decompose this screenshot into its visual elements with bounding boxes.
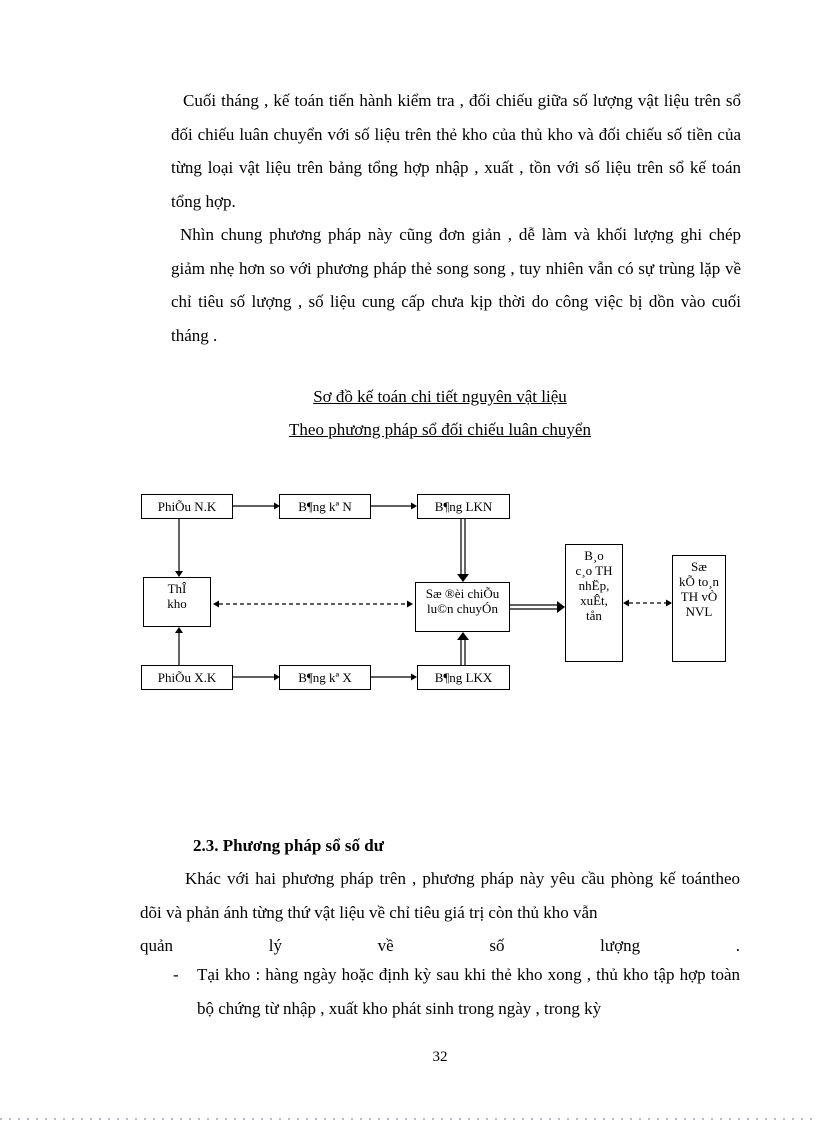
box-bang-ke-xuat: B¶ng kª X: [279, 665, 371, 690]
page-bottom-dots: [0, 1118, 816, 1120]
paragraph-3: Khác với hai phương pháp trên , phương p…: [140, 869, 740, 922]
bullet-text: Tại kho : hàng ngày hoặc định kỳ sau khi…: [197, 965, 740, 1018]
box-bang-ke-nhap: B¶ng kª N: [279, 494, 371, 519]
bullet-dash: -: [173, 965, 179, 984]
diagram-title-line2: Theo phương pháp sổ đối chiếu luân chuyể…: [289, 420, 591, 439]
box-bang-luy-ke-nhap: B¶ng LKN: [417, 494, 510, 519]
arrow-phieu-nk-to-bang-ke-n: [233, 502, 280, 510]
dashed-arrow-the-kho-so-doi-chieu: [213, 600, 413, 608]
box-so-ke-toan-tong-hop: Sæ kÕ to¸n TH vÒ NVL: [672, 555, 726, 662]
box-phieu-xuat-kho: PhiÕu X.K: [141, 665, 233, 690]
double-arrow-bang-lkx-to-so-doi-chieu: [457, 632, 469, 665]
box-so-doi-chieu-luan-chuyen: Sæ ®èi chiÕu lu©n chuyÓn: [415, 582, 510, 632]
box-bao-cao-tong-hop: B¸o c¸o TH nhËp, xuÊt, tån: [565, 544, 623, 662]
arrow-bang-ke-x-to-bang-lkx: [371, 673, 417, 681]
paragraph-2: Nhìn chung phương pháp này cũng đơn giản…: [171, 225, 741, 345]
double-arrow-bang-lkn-to-so-doi-chieu: [457, 519, 469, 582]
arrow-phieu-xk-to-bang-ke-x: [233, 673, 280, 681]
bullet-item: - Tại kho : hàng ngày hoặc định kỳ sau k…: [171, 958, 740, 1025]
dashed-arrow-bao-cao-so-ke-toan: [623, 599, 672, 607]
flow-diagram: PhiÕu N.K B¶ng kª N B¶ng LKN ThÎ kho Sæ …: [140, 486, 740, 721]
diagram-title-line1: Sơ đồ kế toán chi tiết nguyên vật liệu: [313, 387, 567, 406]
arrow-phieu-xk-to-the-kho: [175, 627, 183, 665]
section-2-3-heading: 2.3. Phương pháp sổ số dư: [193, 836, 384, 855]
paragraph-1: Cuối tháng , kế toán tiến hành kiểm tra …: [171, 91, 741, 211]
box-the-kho: ThÎ kho: [143, 577, 211, 627]
arrow-bang-ke-n-to-bang-lkn: [371, 502, 417, 510]
box-bang-luy-ke-xuat: B¶ng LKX: [417, 665, 510, 690]
paragraph-3-last-line: quản lý về số lượng .: [140, 936, 740, 955]
box-phieu-nhap-kho: PhiÕu N.K: [141, 494, 233, 519]
double-arrow-so-doi-chieu-to-bao-cao: [510, 601, 565, 613]
arrow-phieu-nk-to-the-kho: [175, 519, 183, 577]
page-number: 32: [432, 1049, 448, 1065]
